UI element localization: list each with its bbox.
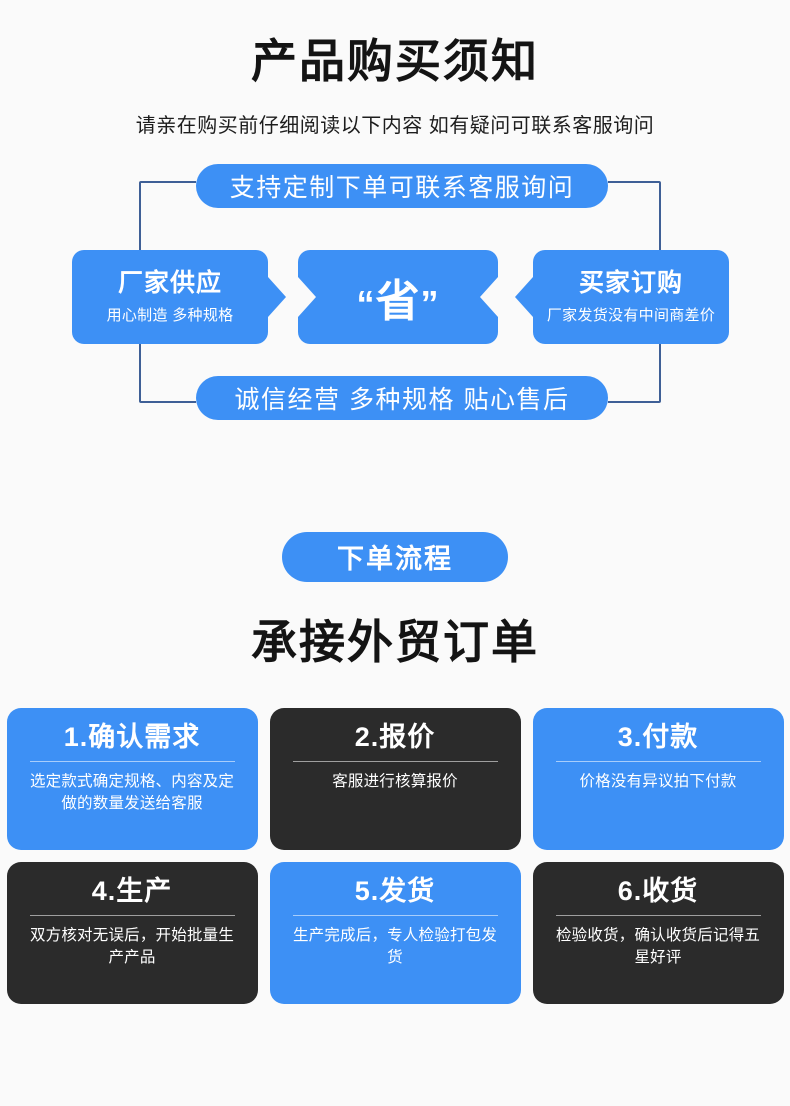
step-2-title: 2.报价 [354,721,436,752]
diagram-node-buyer: 买家订购 厂家发货没有中间商差价 [515,249,729,344]
buyer-subtitle: 厂家发货没有中间商差价 [546,307,716,325]
process-section: 下单流程 承接外贸订单 [0,531,790,672]
advantage-diagram: 支持定制下单可联系客服询问 厂家供应 用心制造 多种规格 “ 省 ” 买家订购 … [0,156,790,446]
diagram-top-pill: 支持定制下单可联系客服询问 [196,163,608,208]
step-4-title: 4.生产 [91,875,173,906]
diagram-node-save: “ 省 ” [298,249,498,344]
step-6-title: 6.收货 [617,875,699,906]
notch-right-icon [480,276,498,317]
process-badge-label: 下单流程 [337,544,453,575]
open-quote: “ [356,282,376,324]
step-card-4: 4.生产 双方核对无误后，开始批量生产产品 [6,861,258,1004]
step-2-desc: 客服进行核算报价 [332,772,458,790]
page-header: 产品购买须知 请亲在购买前仔细阅读以下内容 如有疑问可联系客服询问 [0,0,790,138]
supplier-title: 厂家供应 [117,269,222,298]
step-card-1: 1.确认需求 选定款式确定规格、内容及定做的数量发送给客服 [6,707,258,850]
step-card-2: 2.报价 客服进行核算报价 [269,707,521,850]
diagram-nodes-row: 厂家供应 用心制造 多种规格 “ 省 ” 买家订购 厂家发货没有中间商差价 [0,249,790,344]
step-6-desc: 检验收货，确认收货后记得五星好评 [555,926,761,967]
diagram-bottom-pill-label: 诚信经营 多种规格 贴心售后 [234,385,570,414]
page-subtitle: 请亲在购买前仔细阅读以下内容 如有疑问可联系客服询问 [135,114,655,137]
step-4-divider [29,914,235,916]
step-1-divider [29,760,235,762]
process-heading: 承接外贸订单 [251,615,539,668]
step-card-6: 6.收货 检验收货，确认收货后记得五星好评 [532,861,784,1004]
diagram-top-pill-label: 支持定制下单可联系客服询问 [229,173,575,202]
step-6-divider [555,914,761,916]
save-text-group: “ 省 ” [357,265,440,329]
arrow-right-icon [268,276,286,317]
step-5-desc: 生产完成后，专人检验打包发货 [292,926,498,967]
step-4-desc: 双方核对无误后，开始批量生产产品 [29,926,235,967]
step-5-divider [292,914,498,916]
process-badge: 下单流程 [282,531,508,582]
step-card-3: 3.付款 价格没有异议拍下付款 [532,707,784,850]
step-card-5: 5.发货 生产完成后，专人检验打包发货 [269,861,521,1004]
page-title: 产品购买须知 [251,35,539,87]
step-5-title: 5.发货 [354,875,436,906]
step-2-divider [292,760,498,762]
close-quote: ” [420,282,440,324]
step-3-title: 3.付款 [617,721,699,752]
diagram-bottom-pill: 诚信经营 多种规格 贴心售后 [196,375,608,420]
arrow-left-icon [515,276,533,317]
supplier-subtitle: 用心制造 多种规格 [106,307,234,325]
notch-left-icon [298,276,316,317]
step-3-desc: 价格没有异议拍下付款 [579,772,737,790]
step-3-divider [555,760,761,762]
process-steps-grid: 1.确认需求 选定款式确定规格、内容及定做的数量发送给客服 2.报价 客服进行核… [0,707,790,1004]
diagram-node-supplier: 厂家供应 用心制造 多种规格 [72,249,286,344]
buyer-title: 买家订购 [578,269,683,298]
step-1-title: 1.确认需求 [63,721,201,752]
step-1-desc: 选定款式确定规格、内容及定做的数量发送给客服 [29,772,235,813]
save-character: 省 [375,276,421,326]
